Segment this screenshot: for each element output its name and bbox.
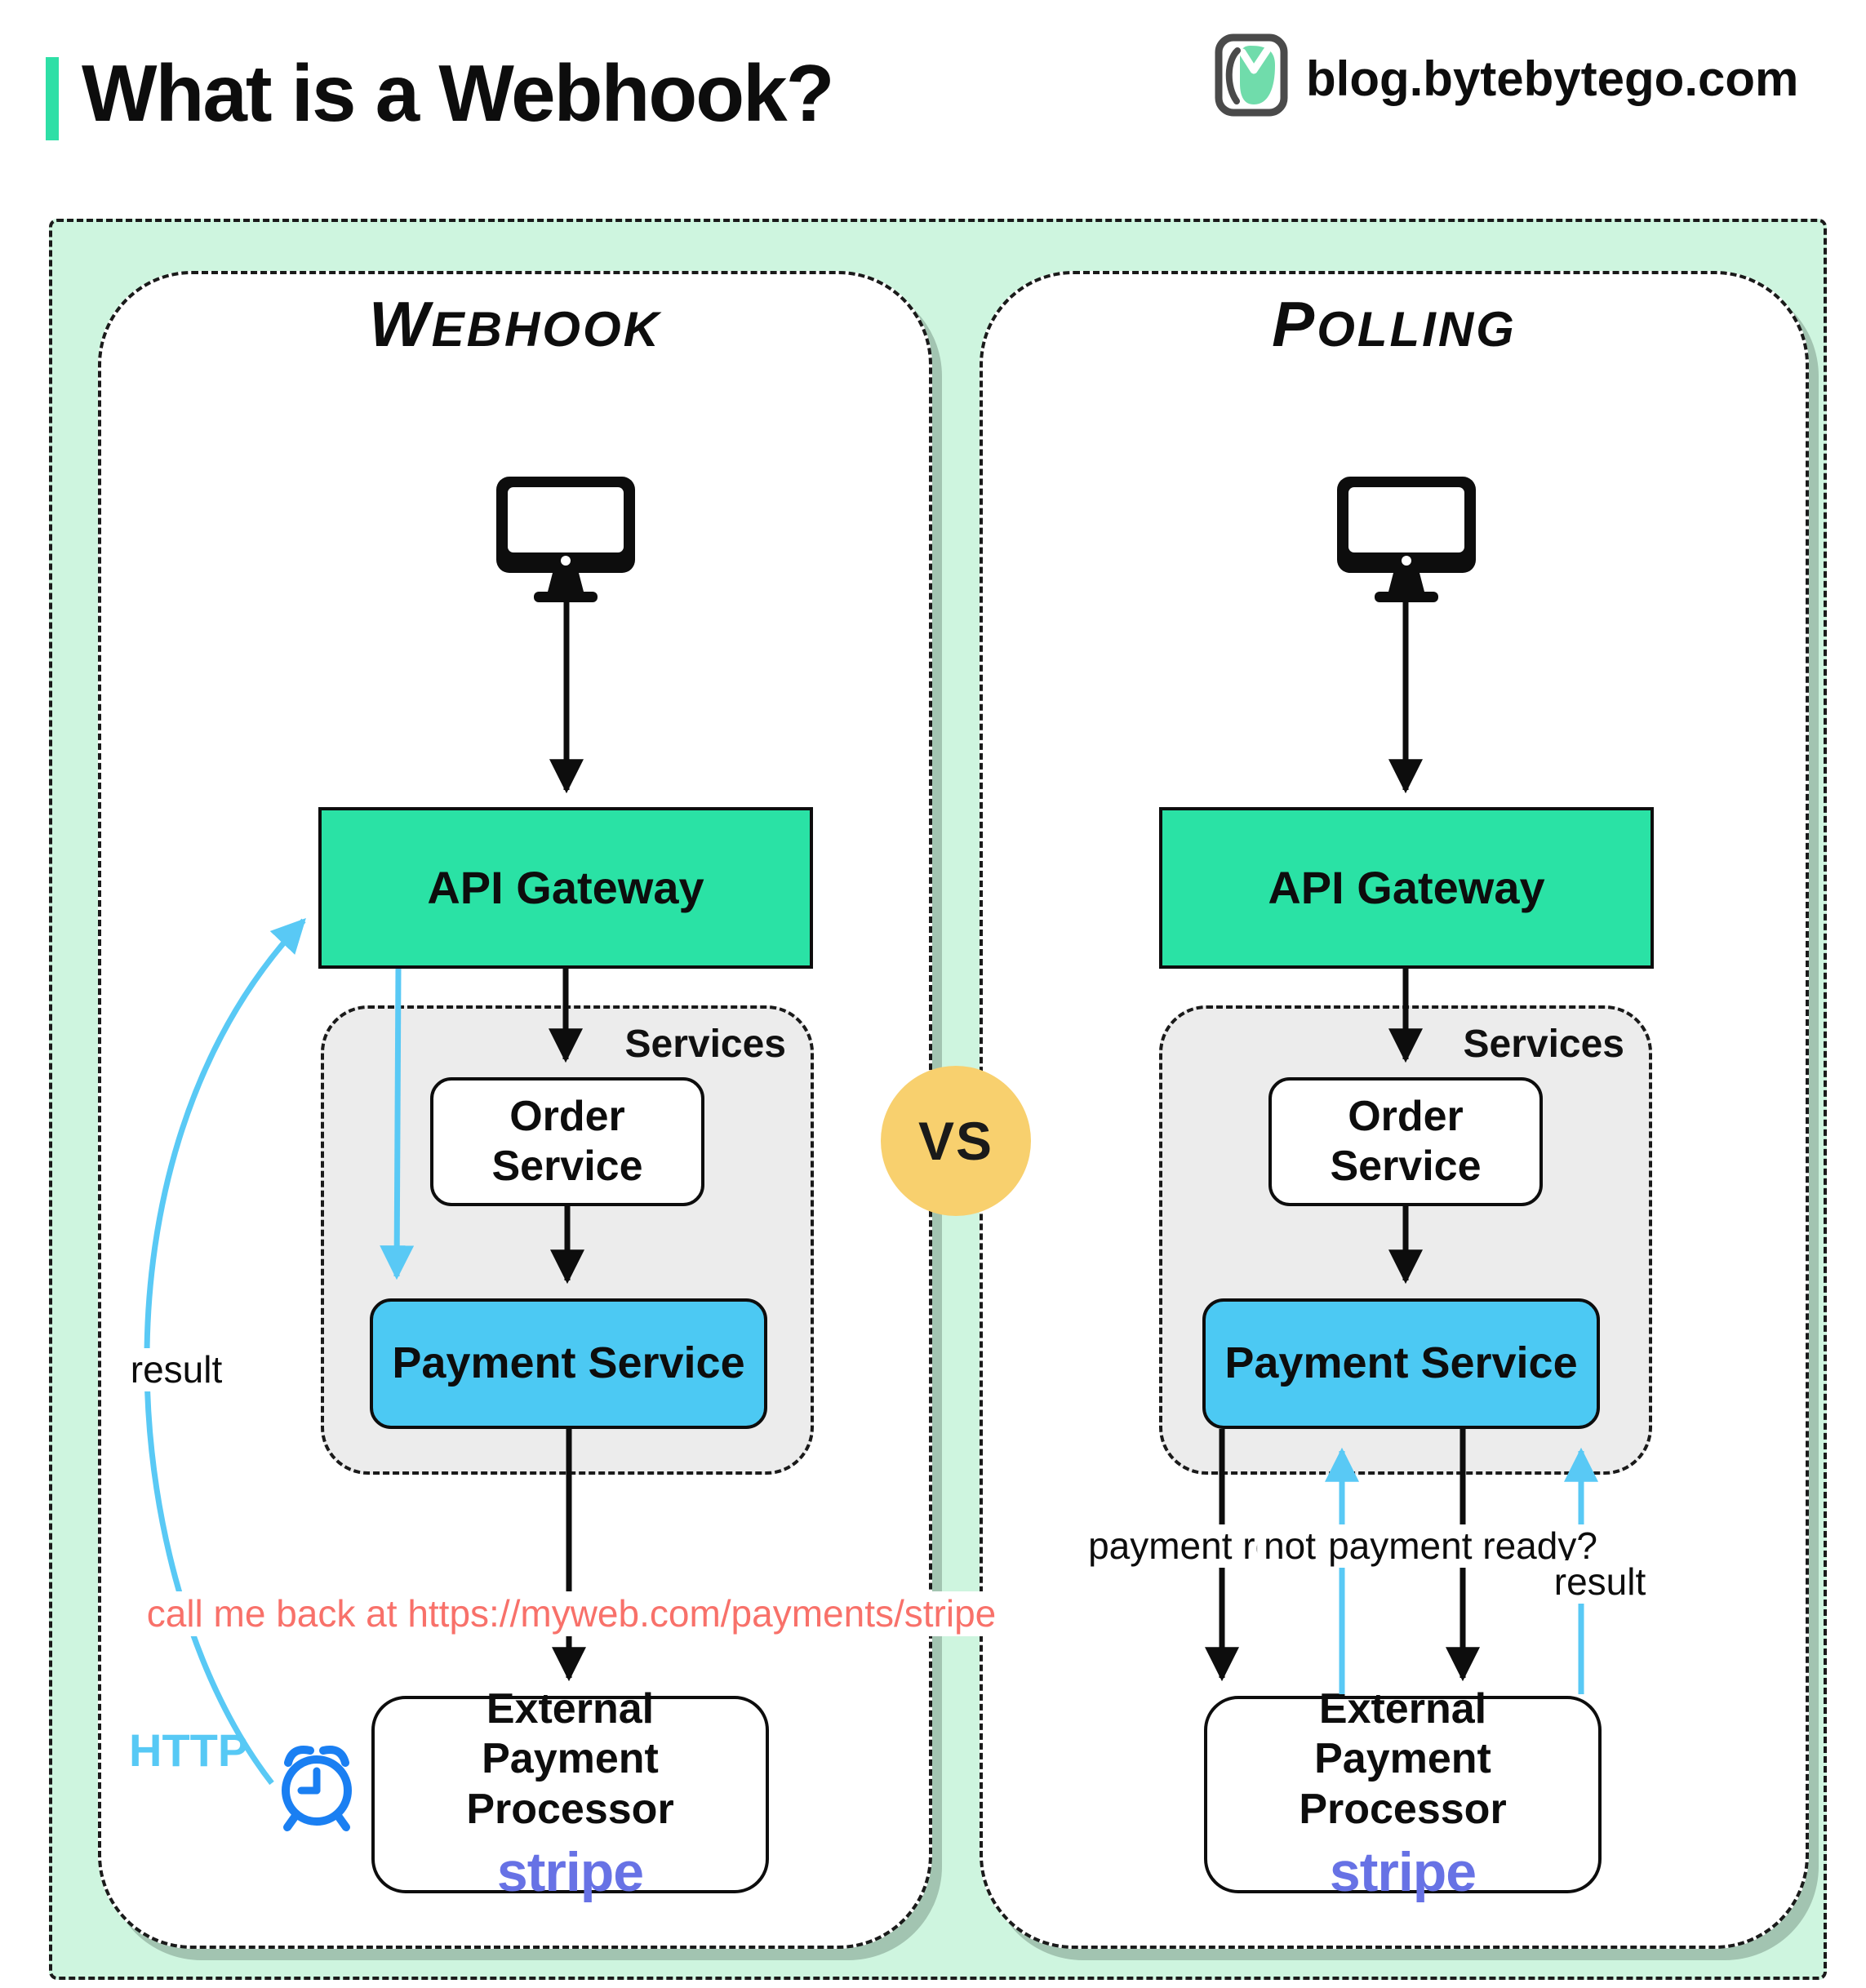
external-label-line1: External: [1318, 1684, 1487, 1733]
api-gateway-label: API Gateway: [427, 861, 704, 913]
payment-service-box: Payment Service: [370, 1298, 767, 1429]
stripe-logo-text: stripe: [496, 1840, 644, 1903]
api-gateway-box: API Gateway: [1159, 807, 1654, 969]
alarm-clock-icon: [282, 1746, 352, 1831]
poll-label-line1: not: [1264, 1524, 1317, 1567]
order-service-label-line1: Order: [509, 1092, 625, 1140]
order-service-box: Order Service: [430, 1077, 704, 1206]
api-gateway-box: API Gateway: [318, 807, 813, 969]
page-title: What is a Webhook?: [82, 48, 834, 138]
order-service-box: Order Service: [1268, 1077, 1543, 1206]
callback-note-line2: https://myweb.com/payments/stripe: [407, 1592, 997, 1635]
external-label-line2: Payment Processor: [1299, 1735, 1507, 1833]
callback-note-line1: call me back at: [146, 1592, 398, 1635]
external-label-line2: Payment Processor: [466, 1735, 674, 1833]
payment-service-label: Payment Service: [392, 1338, 745, 1388]
http-protocol-label: HTTP: [129, 1724, 249, 1776]
client-monitor-icon: [496, 477, 635, 602]
site-url: blog.bytebytego.com: [1306, 51, 1799, 106]
client-monitor-icon: [1337, 477, 1476, 602]
services-group-label: Services: [1463, 1023, 1624, 1066]
stripe-logo-text: stripe: [1329, 1840, 1477, 1903]
order-service-label-line1: Order: [1348, 1092, 1464, 1140]
title-accent-bar: [46, 57, 59, 140]
api-gateway-label: API Gateway: [1268, 861, 1545, 913]
external-payment-processor-box: External Payment Processor stripe: [371, 1685, 769, 1903]
webhook-panel-title: Webhook: [369, 288, 661, 360]
result-arrow-label: result: [123, 1348, 229, 1392]
poll-label-line1: result: [1553, 1560, 1646, 1603]
external-label-line1: External: [486, 1684, 655, 1733]
poll-label-line2: ready?: [1482, 1524, 1597, 1567]
external-payment-processor-box: External Payment Processor stripe: [1204, 1685, 1602, 1903]
payment-service-box: Payment Service: [1202, 1298, 1600, 1429]
order-service-label-line2: Service: [491, 1143, 643, 1190]
poll-label-result: result: [1547, 1560, 1653, 1604]
bytebytego-logo-icon: [1215, 33, 1288, 117]
services-group-label: Services: [624, 1023, 786, 1066]
payment-service-label: Payment Service: [1224, 1338, 1578, 1388]
vs-badge: VS: [881, 1066, 1031, 1216]
order-service-label-line2: Service: [1330, 1143, 1482, 1190]
polling-panel-title: Polling: [1272, 288, 1517, 360]
poll-label-line1: payment: [1328, 1524, 1473, 1567]
callback-url-note: call me back at https://myweb.com/paymen…: [140, 1591, 1003, 1637]
poll-label-line1: payment: [1088, 1524, 1233, 1567]
